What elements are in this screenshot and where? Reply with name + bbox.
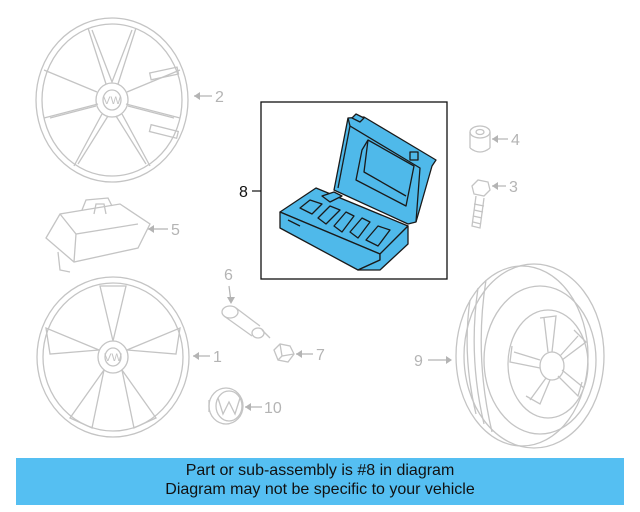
arrow-icon (446, 356, 452, 364)
arrow-icon (492, 182, 498, 190)
callout-7[interactable]: 7 (316, 347, 325, 364)
arrow-icon (194, 92, 200, 100)
callout-5[interactable]: 5 (171, 222, 180, 239)
arrow-icon (227, 297, 235, 304)
arrow-icon (296, 350, 302, 358)
banner-line-2: Diagram may not be specific to your vehi… (165, 481, 475, 498)
tool-case-part-8[interactable] (279, 113, 437, 271)
svg-text:VW: VW (104, 352, 122, 364)
svg-text:VW: VW (103, 95, 121, 107)
valve-stem-part-6[interactable] (221, 305, 271, 339)
center-cap-part-10[interactable] (208, 387, 244, 425)
callout-9[interactable]: 9 (414, 353, 423, 370)
info-banner: Part or sub-assembly is #8 in diagram Di… (16, 458, 624, 505)
callout-6[interactable]: 6 (224, 267, 233, 284)
tpms-sensor-part-5[interactable] (45, 197, 151, 273)
tire-assembly-part-9[interactable] (455, 263, 605, 449)
callout-10[interactable]: 10 (264, 400, 282, 417)
arrow-icon (492, 135, 498, 143)
valve-cap-part-7[interactable] (273, 343, 295, 363)
callout-8[interactable]: 8 (239, 184, 248, 201)
lock-bolt-part-3[interactable] (471, 179, 491, 229)
callout-2[interactable]: 2 (215, 89, 224, 106)
arrow-icon (245, 403, 251, 411)
arrow-icon (148, 225, 154, 233)
callout-4[interactable]: 4 (511, 132, 520, 149)
arrow-icon (193, 352, 199, 360)
wheel-part-2[interactable]: VW (35, 17, 189, 183)
callout-3[interactable]: 3 (509, 179, 518, 196)
banner-line-1: Part or sub-assembly is #8 in diagram (185, 462, 455, 479)
lock-nut-part-4[interactable] (469, 125, 491, 153)
callout-1[interactable]: 1 (213, 349, 222, 366)
wheel-part-1[interactable]: VW (36, 276, 190, 438)
